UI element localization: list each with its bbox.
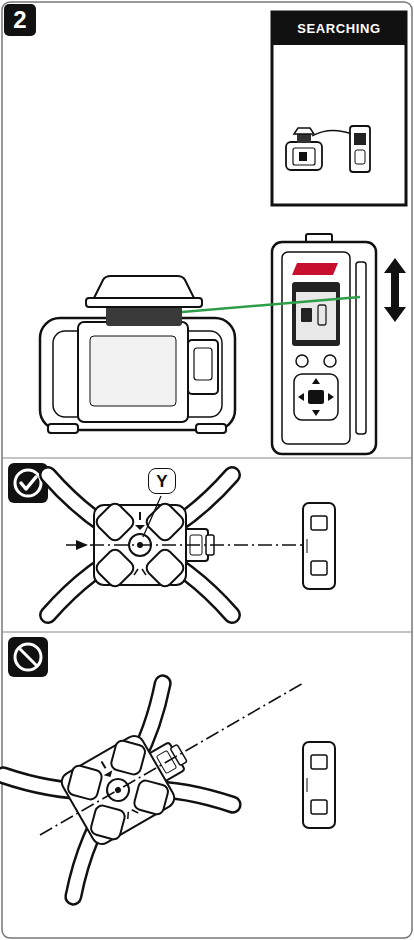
mini-laser <box>294 128 314 134</box>
move-arrow <box>384 258 406 322</box>
laser-receiver-front <box>294 374 338 420</box>
laser-beam <box>182 297 360 312</box>
rotary-laser-side <box>194 348 212 380</box>
step-number: 2 <box>4 4 36 36</box>
laser-receiver-front <box>308 390 324 404</box>
wrong-icon <box>8 637 48 677</box>
laser-receiver-front <box>282 252 350 444</box>
step-number-text: 2 <box>13 8 26 32</box>
mini-laser <box>299 152 307 161</box>
laser-receiver-front <box>272 234 376 454</box>
rotary-laser-side <box>48 424 78 433</box>
correct-icon <box>21 477 36 489</box>
divider <box>2 631 412 632</box>
rotary-laser-side <box>90 336 176 406</box>
wrong-icon <box>8 637 48 677</box>
panel-header: SEARCHING <box>272 12 406 45</box>
mini-receiver <box>354 133 366 145</box>
rotary-laser-side <box>40 318 235 430</box>
divider <box>2 457 412 458</box>
mini-laser <box>286 142 322 170</box>
rotary-laser-side <box>86 298 202 307</box>
wrong-icon <box>19 648 37 666</box>
laser-receiver-front <box>318 305 326 325</box>
mini-laser <box>297 134 311 143</box>
mini-laser <box>293 148 315 165</box>
searching-panel <box>272 12 406 205</box>
laser-receiver-side <box>303 503 335 589</box>
mini-receiver <box>355 150 365 164</box>
mini-receiver <box>350 126 370 172</box>
rotary-laser-side <box>196 424 226 433</box>
laser-receiver-front <box>292 282 340 346</box>
callout-letter: Y <box>148 468 176 494</box>
rotary-laser-side <box>78 322 188 422</box>
rotary-laser-side <box>40 276 235 433</box>
wrong-icon <box>15 644 41 670</box>
alignment-axis <box>66 544 302 546</box>
callout-letter-text: Y <box>156 473 167 490</box>
leader-line <box>143 496 161 537</box>
mini-beam <box>312 130 352 136</box>
laser-receiver-front <box>296 355 308 367</box>
laser-receiver-front <box>301 308 312 322</box>
laser-receiver-front <box>272 242 376 454</box>
correct-icon <box>15 470 41 496</box>
misaligned-axis <box>40 682 305 835</box>
rotary-laser-side <box>188 340 218 394</box>
rotary-laser-side <box>94 276 194 298</box>
laser-receiver-front <box>298 378 334 416</box>
laser-receiver-front <box>356 262 366 434</box>
laser-receiver-side <box>303 742 335 828</box>
axis-arrow <box>76 540 88 550</box>
brand-logo <box>292 263 338 275</box>
mini-receiver <box>350 126 370 172</box>
laser-receiver-front <box>324 355 336 367</box>
searching-panel <box>272 12 406 205</box>
display-panel: SEARCHING <box>272 12 406 205</box>
